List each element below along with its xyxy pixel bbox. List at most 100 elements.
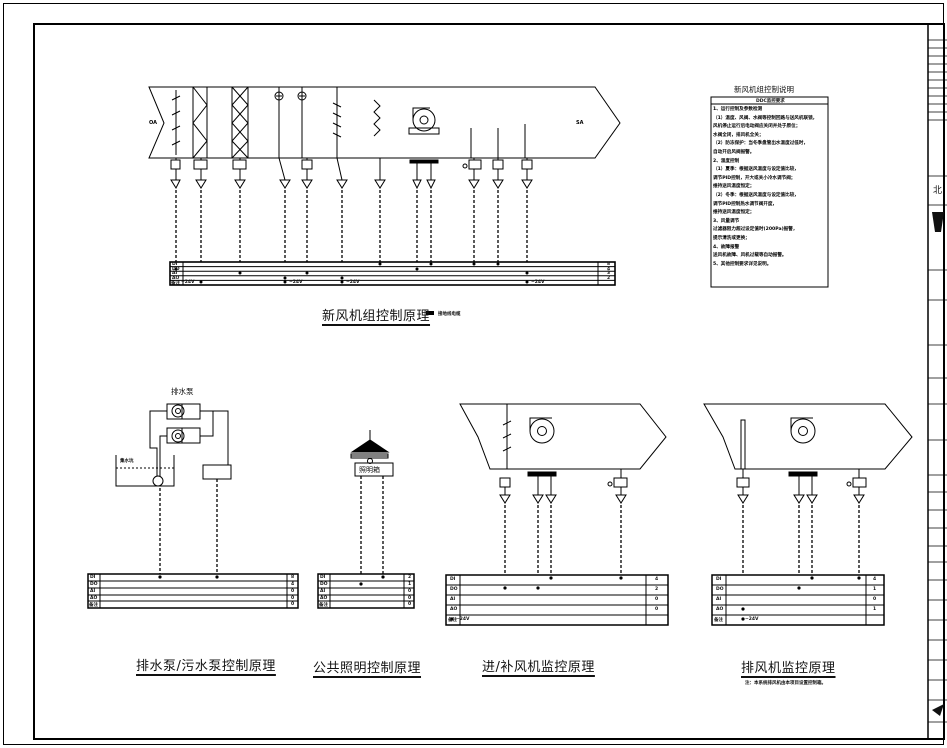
supply-fan-title: 进/补风机监控原理 [482, 660, 595, 675]
control-notes-frame [710, 96, 829, 288]
title-block-logo-icon [932, 212, 944, 232]
fresh-air-ahu-diagram [148, 86, 621, 159]
note-line: 调节PID控制，开大或关小冷水调节阀； [713, 175, 796, 181]
count: 2 [408, 575, 412, 580]
exhaust-note: 注：本系统排风机由本项目设置控制箱。 [745, 681, 826, 686]
note-line: 4、故障报警 [713, 244, 740, 250]
note-line: （1）夏季：根据送风温度与设定值比较， [713, 167, 799, 173]
lighting-signal-lines [360, 476, 384, 574]
note-line: 维持送风温度恒定； [713, 184, 755, 190]
row-label-do: DO [172, 266, 180, 272]
control-notes-subheading: DDC监控要求 [756, 99, 785, 104]
count-di: 8 [607, 262, 611, 267]
ahu-io-dots [174, 262, 529, 284]
exhaust-io-table [711, 574, 885, 626]
note-line: （2）冬季：根据送风温度与设定值比较， [713, 192, 799, 198]
row-label-remark: 备注 [171, 281, 180, 286]
row-label: AI [450, 597, 456, 602]
ahu-oa-label: OA [149, 120, 157, 126]
power-label: ~24V [531, 280, 545, 285]
count: 0 [291, 596, 295, 601]
row-label: 备注 [319, 603, 328, 608]
note-line: 3、风量调节 [713, 218, 740, 224]
note-line: 维持送风温度恒定； [713, 210, 755, 216]
legend-text: 接地线电缆 [438, 312, 461, 317]
row-label: AO [320, 596, 328, 601]
row-label: DO [450, 587, 458, 592]
row-label: AO [716, 607, 724, 612]
row-label: AO [450, 607, 458, 612]
row-label: 备注 [714, 618, 723, 623]
count: 1 [873, 607, 877, 612]
tank-label: 集水坑 [120, 459, 134, 464]
count-do: 4 [607, 266, 611, 272]
row-label-ai: AI [172, 271, 178, 276]
row-label: DO [90, 582, 98, 587]
count: 4 [291, 582, 295, 587]
count: 4 [873, 577, 877, 582]
drain-pump-diagram [115, 403, 232, 487]
row-label: DI [716, 577, 722, 582]
row-label: DI [450, 577, 456, 582]
power-label: ~24V [289, 280, 303, 285]
row-label: 备注 [448, 618, 457, 623]
control-notes-body: 1、运行控制及参数检测 （1）温度、风阀、水阀等控制回路与送风机联锁， 风机停止… [713, 106, 827, 269]
count: 0 [408, 596, 412, 601]
count-ai: 3 [607, 271, 611, 276]
note-line: 5、其他控制要求详见说明。 [713, 261, 772, 267]
count: 2 [655, 587, 659, 592]
exhaust-fan-diagram [703, 403, 913, 504]
lighting-io-table [317, 573, 415, 609]
row-label: 备注 [89, 603, 98, 608]
legend-line-swatch [426, 311, 434, 315]
ahu-signal-lines [175, 190, 528, 262]
note-line: 提示清洗或更换； [713, 235, 750, 241]
fresh-air-title: 新风机组控制原理 [322, 309, 431, 324]
exhaust-fan-title: 排风机监控原理 [741, 661, 836, 676]
note-line: 1、运行控制及参数检测 [713, 107, 763, 112]
note-line: 风机停止运行后电动阀应关闭并处于原位； [713, 124, 801, 130]
title-block-lines [928, 39, 947, 723]
row-label: AI [90, 589, 96, 594]
exhaust-signal-lines [742, 505, 860, 575]
count: 0 [655, 607, 659, 612]
supply-fan-diagram [459, 403, 667, 504]
count: 4 [655, 577, 659, 582]
sheet-inner-border [33, 23, 945, 740]
count: 0 [873, 597, 877, 602]
count: 1 [873, 587, 877, 592]
supply-io-table [445, 574, 669, 626]
note-line: 过滤器阻力超过设定值时(200Pa)报警， [713, 227, 798, 233]
note-line: 调节PID控制热水调节阀开度， [713, 201, 778, 207]
note-line: 2、温度控制 [713, 158, 740, 164]
row-label: DO [716, 587, 724, 592]
drain-io-table [87, 573, 299, 609]
lighting-title: 公共照明控制原理 [313, 661, 422, 676]
drain-signal-lines [159, 479, 218, 574]
note-line: 送风机故障、风机过载等自动报警。 [713, 253, 787, 259]
supply-signal-lines [504, 505, 622, 575]
title-block-label: 北 [933, 186, 943, 196]
note-line: 自动开启风阀报警。 [713, 149, 755, 155]
ahu-field-devices [170, 157, 533, 190]
ahu-sa-label: SA [576, 120, 584, 126]
count-ao: 2 [607, 275, 611, 281]
lighting-box-label: 照明箱 [359, 466, 380, 474]
count: 0 [655, 597, 659, 602]
title-block-seal-icon [932, 704, 944, 716]
count: 0 [408, 589, 412, 594]
count: 0 [291, 589, 295, 594]
note-line: （2）防冻保护：当冬季盘管出水温度过低时， [713, 141, 809, 147]
row-label: DI [90, 575, 96, 580]
count: 0 [408, 602, 412, 607]
row-label: AI [320, 589, 326, 594]
power-label: ~24V [181, 280, 195, 285]
power-label: ~24V [456, 617, 470, 622]
row-label: AO [90, 596, 98, 601]
row-label-ao: AO [172, 275, 180, 281]
ahu-io-table [169, 261, 616, 286]
drain-pump-label: 排水泵 [171, 387, 194, 396]
row-label: AI [716, 597, 722, 602]
count: 1 [408, 582, 412, 587]
